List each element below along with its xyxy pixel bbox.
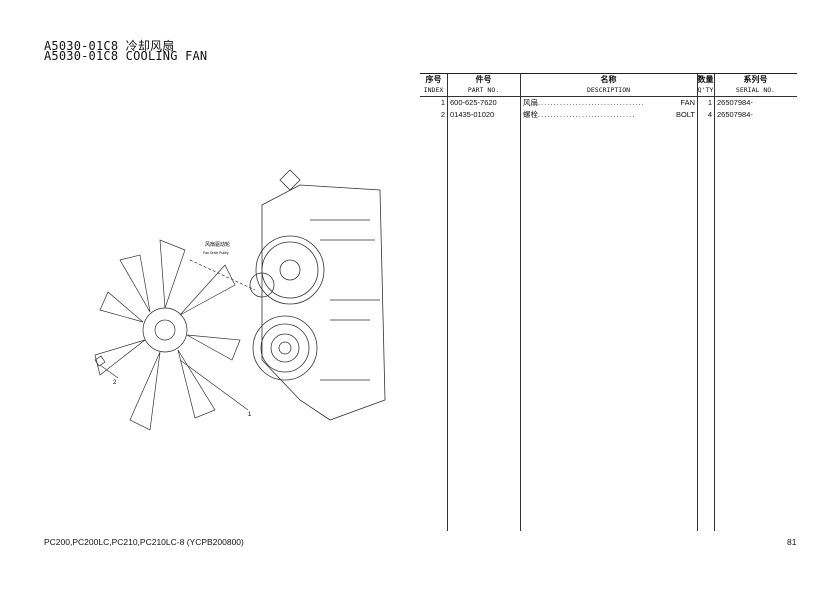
title-en: A5030-01C8 COOLING FAN <box>44 49 208 63</box>
row-qty: 4 <box>707 110 712 119</box>
callout-en: Fan Drive Pulley <box>203 251 229 255</box>
footer-models: PC200,PC200LC,PC210,PC210LC-8 (YCPB20080… <box>44 537 244 547</box>
exploded-diagram: 风扇驱动轮 Fan Drive Pulley 1 2 <box>94 169 386 431</box>
row-desc: 螺栓............................... <box>523 110 636 119</box>
label-2: 2 <box>113 380 117 386</box>
row-qty: 1 <box>707 98 712 107</box>
row-index: 2 <box>440 110 445 119</box>
fan-drawing <box>94 239 256 431</box>
callout-cn: 风扇驱动轮 <box>205 241 230 248</box>
page-number: 81 <box>787 537 797 547</box>
row-desc: 风扇.................................. <box>523 98 645 107</box>
engine-drawing <box>249 169 386 421</box>
row-serial: 26507984- <box>717 110 753 119</box>
label-1: 1 <box>248 412 252 418</box>
row-part: 01435-01020 <box>450 110 495 119</box>
row-serial: 26507984- <box>717 98 753 107</box>
row-index: 1 <box>440 98 445 107</box>
row-part: 600-625-7620 <box>450 98 497 107</box>
title-cn: A5030-01C8 冷却风扇 <box>44 39 175 53</box>
row-desc-en: BOLT <box>675 110 695 119</box>
row-desc-en: FAN <box>680 98 695 107</box>
